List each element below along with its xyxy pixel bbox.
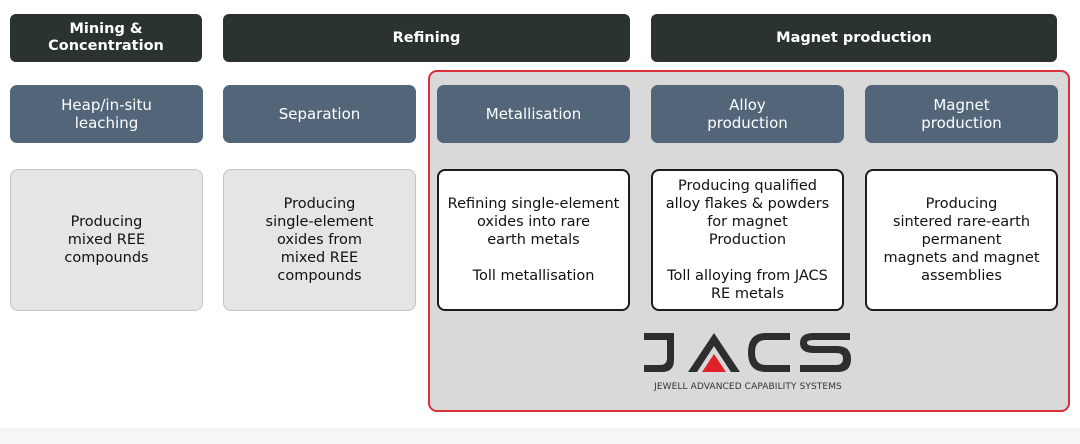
process-heap-leaching: Heap/in-situ leaching xyxy=(10,85,203,143)
stage-mining-concentration: Mining & Concentration xyxy=(10,14,202,62)
jacs-logo: JEWELL ADVANCED CAPABILITY SYSTEMS xyxy=(630,330,866,400)
desc-magnet-production: Producing sintered rare-earth permanent … xyxy=(865,169,1058,311)
footer-band xyxy=(0,428,1080,444)
process-separation: Separation xyxy=(223,85,416,143)
process-magnet-production: Magnet production xyxy=(865,85,1058,143)
logo-tagline: JEWELL ADVANCED CAPABILITY SYSTEMS xyxy=(654,382,842,392)
jacs-wordmark-icon xyxy=(644,333,851,372)
desc-heap-leaching: Producing mixed REE compounds xyxy=(10,169,203,311)
desc-alloy-production: Producing qualified alloy flakes & powde… xyxy=(651,169,844,311)
stage-magnet-production: Magnet production xyxy=(651,14,1057,62)
desc-separation: Producing single-element oxides from mix… xyxy=(223,169,416,311)
desc-metallisation: Refining single-element oxides into rare… xyxy=(437,169,630,311)
process-metallisation: Metallisation xyxy=(437,85,630,143)
stage-refining: Refining xyxy=(223,14,630,62)
process-alloy-production: Alloy production xyxy=(651,85,844,143)
